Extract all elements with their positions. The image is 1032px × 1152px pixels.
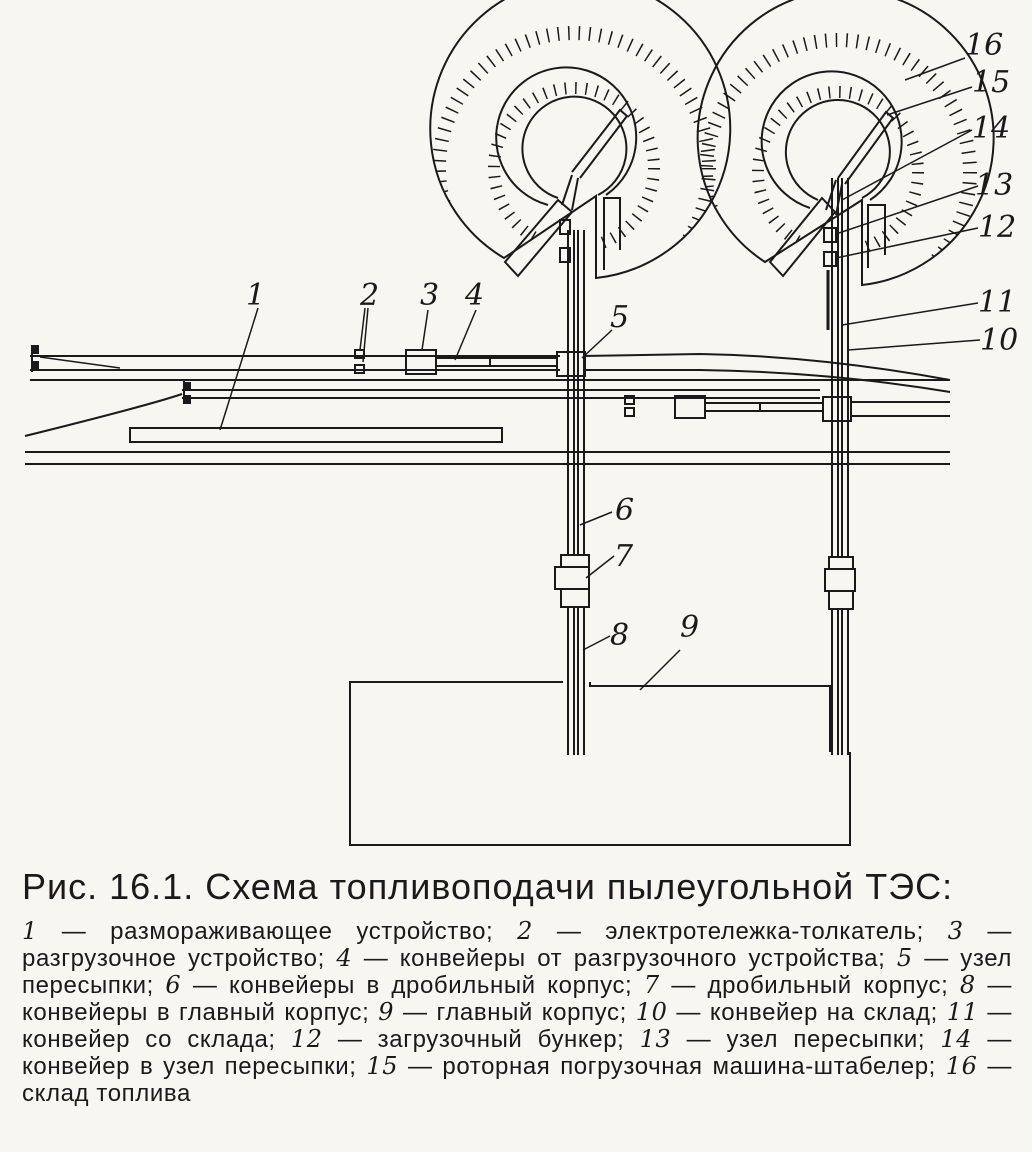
legend-entry: 15 — роторная погрузочная машина-штабеле…: [366, 1052, 936, 1081]
legend-entry: 14 — конвейер в узел пересыпки;: [22, 1025, 1012, 1081]
car-pusher-2: [624, 395, 635, 417]
legend-entry: 11 — кон­вейер со склада;: [22, 998, 1012, 1054]
legend-entry: 5 — узел пересыпки;: [22, 944, 1012, 1000]
callout-11: 11: [978, 285, 1016, 320]
legend-entry: 6 — конвейеры в дробиль­ный корпус;: [165, 971, 633, 1000]
conveyors-to-crusher-left: [567, 230, 585, 755]
transfer-node-13: [823, 227, 837, 243]
legend-entry: 8 — конвейеры в главный корпус;: [22, 971, 1012, 1027]
callout-8: 8: [610, 618, 629, 653]
unloading-device-1: [405, 349, 437, 375]
reclaimer-stacker-left: [503, 108, 629, 278]
legend-entry: 3 — разгрузочное устройство;: [22, 917, 1012, 973]
callout-3: 3: [420, 278, 439, 313]
fuel-stockyard-left: [429, 0, 732, 280]
callout-2: 2: [359, 278, 379, 313]
reclaimer-stacker-right: [768, 110, 895, 278]
thawing-device: [129, 427, 503, 443]
legend-entry: 12 — загрузочный бункер;: [290, 1025, 625, 1054]
rail-tracks: [24, 345, 951, 465]
callout-12: 12: [978, 210, 1016, 245]
legend-entry: 9 — главный корпус;: [378, 998, 627, 1027]
conveyor-from-unloading-2: [705, 402, 822, 412]
main-building: [349, 681, 851, 846]
callout-6: 6: [615, 493, 634, 528]
callout-numbers: 1 2 3 4 5 6 7 8 9 10 11 12 13 14 15 16: [246, 28, 1018, 653]
caption-title: Рис. 16.1. Схема топливоподачи пылеуголь…: [22, 866, 954, 907]
callout-13: 13: [975, 168, 1013, 203]
conveyor-from-unloading-1: [436, 357, 558, 367]
loading-hopper: [823, 251, 837, 267]
legend-entry: 7 — дробильный корпус;: [643, 971, 949, 1000]
callout-1: 1: [246, 278, 265, 313]
crusher-building-2: [824, 556, 856, 610]
fuel-supply-scheme: 1 2 3 4 5 6 7 8 9 10 11 12 13 14 15 16: [24, 0, 1018, 846]
callout-9: 9: [680, 610, 699, 645]
callout-5: 5: [610, 300, 629, 335]
callout-10: 10: [980, 323, 1018, 358]
legend-entry: 13 — узел пересып­ки;: [639, 1025, 926, 1054]
legend-entry: 16 — склад топлива: [22, 1052, 1012, 1108]
callout-7: 7: [614, 539, 634, 574]
callout-4: 4: [464, 278, 484, 313]
transfer-node-1: [556, 351, 586, 377]
legend-entry: 10 — конвейер на склад;: [635, 998, 938, 1027]
figure-caption: Рис. 16.1. Схема топливоподачи пылеуголь…: [22, 866, 1012, 1107]
legend-entry: 2 — электротележка-толка­тель;: [517, 917, 924, 946]
callout-16: 16: [965, 28, 1003, 63]
legend-entry: 4 — конвейеры от разгрузоч­ного устройст…: [336, 944, 886, 973]
leader-lines: [219, 57, 981, 691]
unloading-device-2: [674, 395, 706, 419]
callout-15: 15: [972, 65, 1010, 100]
caption-legend: 1 — размораживающее устройство; 2 — элек…: [22, 917, 1012, 1108]
legend-entry: 1 — размораживающее устройство;: [22, 917, 494, 946]
callout-14: 14: [972, 111, 1010, 146]
conveyors-to-crusher-right: [826, 178, 849, 755]
crusher-building-1: [554, 554, 590, 608]
fuel-stockyard-right: [696, 0, 995, 287]
